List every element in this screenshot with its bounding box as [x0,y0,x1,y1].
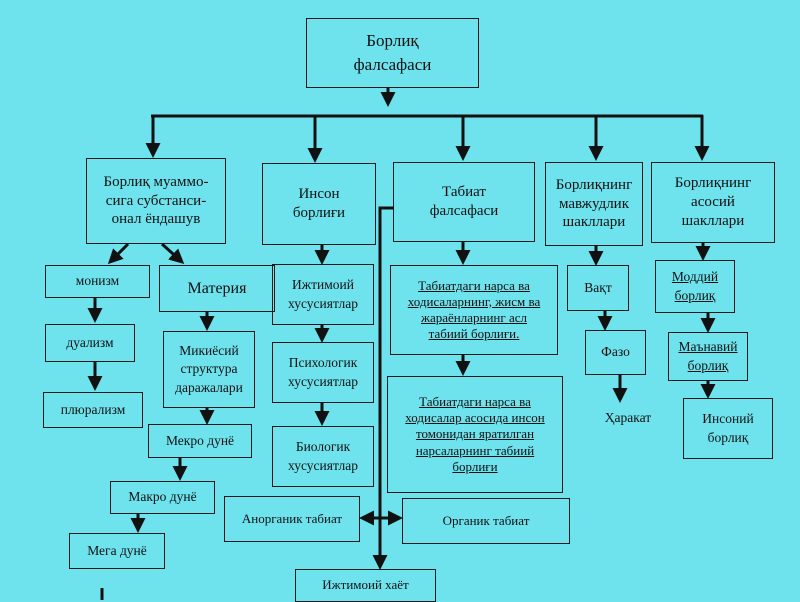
node-makro-world-label: Макро дунё [128,489,197,505]
node-substantial-approach-label: Борлиқ муаммо- сига субстанси- онал ёнда… [103,173,209,228]
node-natural-existence-label: Табиатдаги нарса ва ходисаларнинг, жисм … [407,277,541,342]
node-human-being: Инсон борлиғи [262,163,376,245]
arrow-to-monism [107,242,130,265]
node-micro-structure: Микиёсий структура даражалари [163,331,255,408]
node-existence-forms-label: Борлиқнинг мавжудлик шакллари [555,176,633,231]
node-substantial-approach: Борлиқ муаммо- сига субстанси- онал ёнда… [86,158,226,244]
node-psychological-features-label: Психологик хусусиятлар [287,355,359,389]
node-biological-features: Биологик хусусиятлар [272,426,374,487]
node-nature-philosophy-label: Табиат фалсафаси [429,184,499,219]
node-social-life-label: Ижтимоий хаёт [322,577,409,593]
node-material-being: Моддий борлиқ [655,260,735,313]
node-nature-philosophy: Табиат фалсафаси [393,162,535,242]
node-monism: монизм [45,265,150,298]
root-node: Борлиқ фалсафаси [306,18,479,88]
node-material-being-label: Моддий борлиқ [671,269,719,303]
node-human-existence: Инсоний борлиқ [683,398,773,459]
node-matter-label: Материя [187,279,247,297]
node-time: Вақт [567,265,629,311]
node-mega-world-label: Мега дунё [87,542,147,558]
node-makro-world: Макро дунё [110,481,215,514]
node-manmade-existence: Табиатдаги нарса ва ходисалар асосида ин… [387,376,563,493]
node-dualism-label: дуализм [66,334,114,350]
node-spiritual-being-label: Маънавий борлиқ [678,339,738,373]
node-basic-forms-label: Борлиқнинг асосий шакллари [674,175,752,229]
node-existence-forms: Борлиқнинг мавжудлик шакллари [545,162,643,246]
node-dualism: дуализм [45,324,135,362]
node-organic-nature-label: Органик табиат [442,512,530,528]
node-social-life: Ижтимоий хаёт [295,569,436,602]
node-natural-existence: Табиатдаги нарса ва ходисаларнинг, жисм … [390,265,558,355]
node-social-features: Ижтимоий хусусиятлар [272,264,374,325]
node-micro-structure-label: Микиёсий структура даражалари [175,343,243,395]
node-motion: Ҳаракат [587,402,669,435]
arrow-to-matter [160,242,185,265]
node-organic-nature: Органик табиат [402,498,570,544]
node-social-features-label: Ижтимоий хусусиятлар [287,277,359,311]
node-mega-world: Мега дунё [69,533,165,569]
node-space: Фазо [585,330,646,375]
node-motion-label: Ҳаракат [604,410,652,426]
node-human-being-label: Инсон борлиғи [292,186,346,221]
node-inorganic-nature-label: Анорганик табиат [241,510,343,526]
node-manmade-existence-label: Табиатдаги нарса ва ходисалар асосида ин… [405,393,545,474]
node-pluralism-label: плюрализм [60,401,126,417]
node-time-label: Вақт [584,279,612,295]
node-mekro-world: Мекро дунё [148,424,252,458]
root-label: Борлиқ фалсафаси [353,31,432,74]
node-human-existence-label: Инсоний борлиқ [702,411,754,445]
node-biological-features-label: Биологик хусусиятлар [287,439,359,473]
node-spiritual-being: Маънавий борлиқ [668,332,748,381]
node-monism-label: монизм [75,273,120,289]
node-psychological-features: Психологик хусусиятлар [272,342,374,403]
node-pluralism: плюрализм [43,392,143,428]
node-mekro-world-label: Мекро дунё [165,432,235,448]
node-matter: Материя [159,265,275,312]
nature-side-line [372,206,393,570]
node-inorganic-nature: Анорганик табиат [224,496,360,542]
node-space-label: Фазо [601,344,630,360]
node-basic-forms: Борлиқнинг асосий шакллари [651,162,775,243]
